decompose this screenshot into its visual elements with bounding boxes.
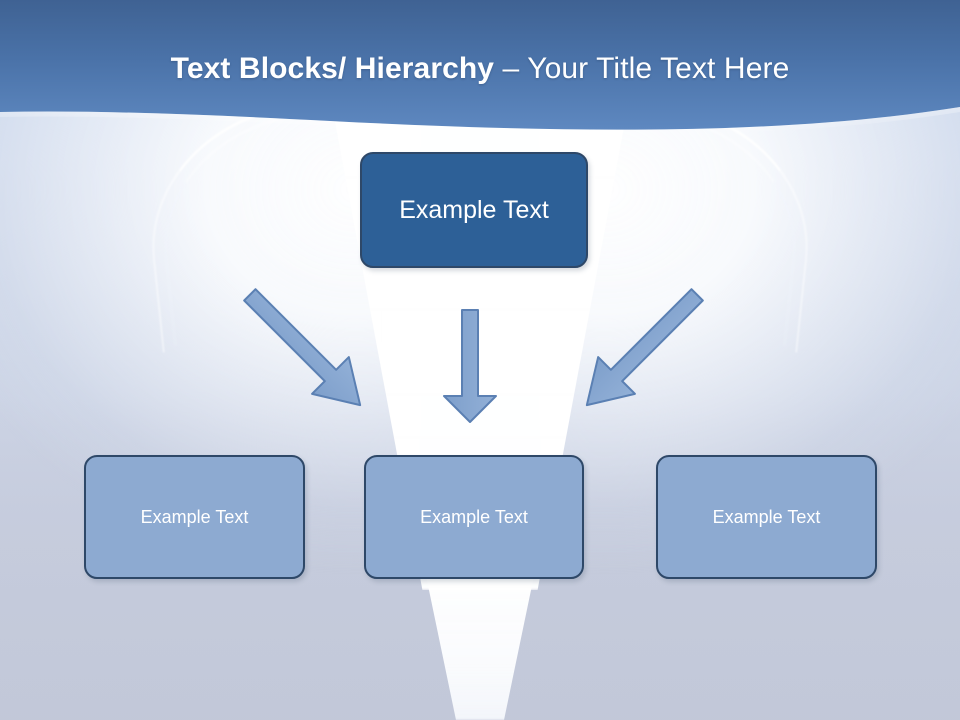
- hierarchy-child-box-1[interactable]: Example Text: [84, 455, 305, 579]
- pouring-liquid-stem: [424, 570, 536, 720]
- hierarchy-child-box-3[interactable]: Example Text: [656, 455, 877, 579]
- hierarchy-child-label-1: Example Text: [140, 506, 249, 527]
- page-title-regular: – Your Title Text Here: [502, 52, 790, 85]
- hierarchy-child-label-2: Example Text: [420, 506, 528, 527]
- page-title-bold: Text Blocks/ Hierarchy: [170, 52, 503, 85]
- hierarchy-child-box-2[interactable]: Example Text: [364, 455, 584, 579]
- hierarchy-root-box[interactable]: Example Text: [360, 152, 588, 268]
- page-title: Text Blocks/ Hierarchy – Your Title Text…: [0, 52, 960, 86]
- hierarchy-child-label-3: Example Text: [712, 506, 821, 527]
- hierarchy-root-label: Example Text: [399, 195, 549, 224]
